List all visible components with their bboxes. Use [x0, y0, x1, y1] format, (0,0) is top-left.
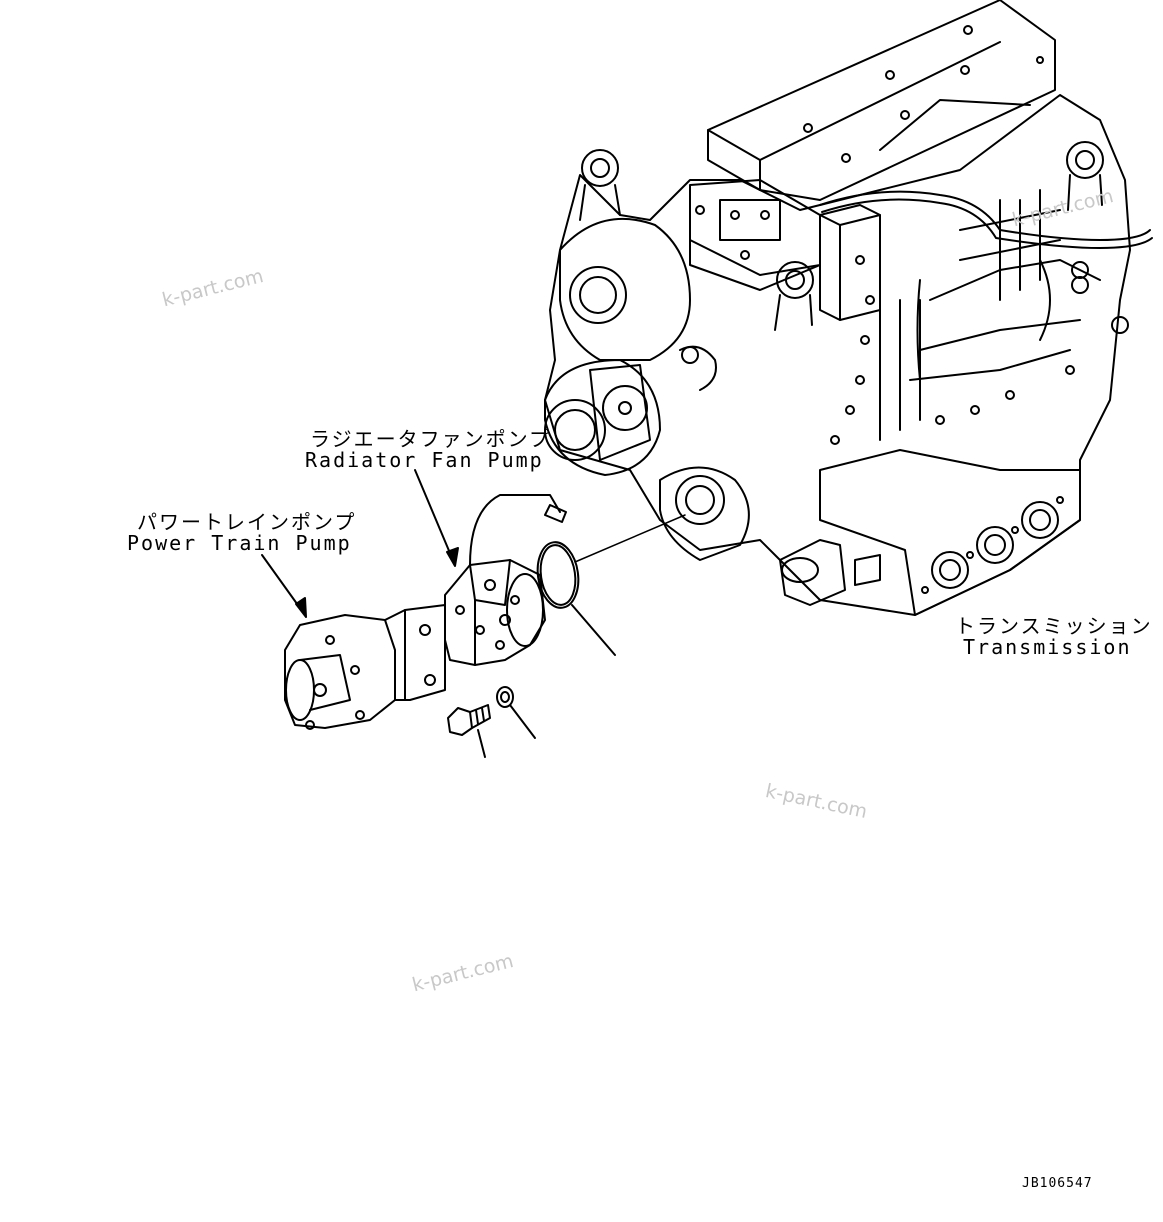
pump-assembly [284, 494, 567, 730]
radiator-fan-pump-label-jp: ラジエータファンポンプ [310, 427, 551, 451]
power-train-pump-label-en: Power Train Pump [127, 531, 352, 555]
transmission-label-jp: トランスミッション [955, 614, 1153, 638]
transmission-housing [544, 0, 1153, 616]
power-train-pump [284, 614, 396, 729]
leader-washer [509, 704, 536, 739]
leader-o-ring [571, 604, 616, 656]
drawing-code: JB106547 [1022, 1176, 1093, 1191]
leader-radiator-fan-pump [414, 469, 456, 566]
power-train-pump-label-jp: パワートレインポンプ [137, 510, 357, 534]
mounting-bolt [447, 704, 491, 736]
leader-bolt [477, 729, 486, 758]
mating-axis-line [574, 514, 686, 563]
washer [496, 686, 514, 708]
radiator-fan-pump-label-en: Radiator Fan Pump [305, 448, 544, 472]
o-ring [536, 541, 580, 609]
transmission-label-en: Transmission [963, 635, 1132, 659]
